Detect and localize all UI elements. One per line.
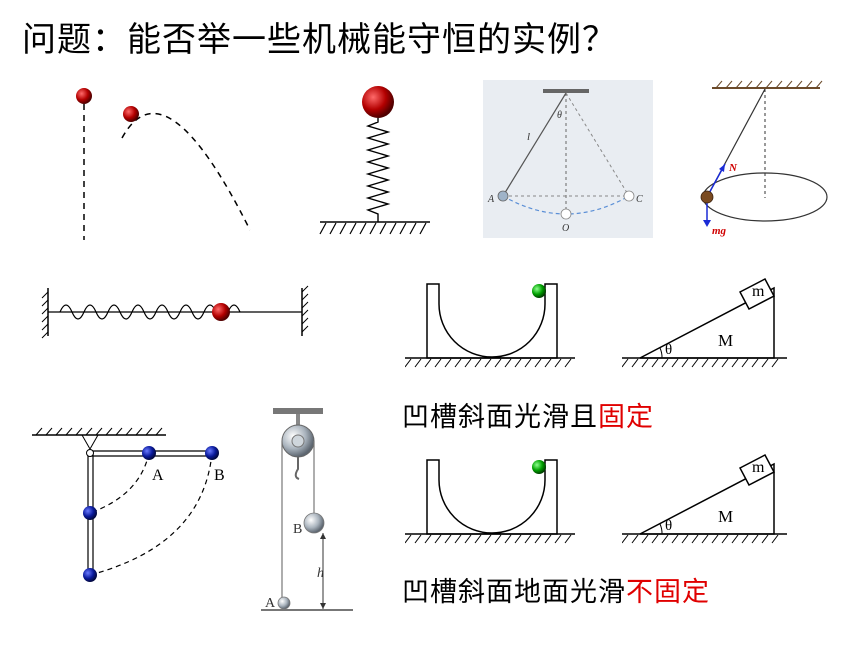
groove-figure-free <box>405 459 575 544</box>
incline-figure-fixed: m M θ <box>622 277 787 368</box>
spring-ball <box>362 86 394 118</box>
caption-fixed-text: 凹槽斜面光滑且 <box>402 402 598 433</box>
caption-free-highlight: 不固定 <box>626 577 710 608</box>
projectile-ball <box>123 106 139 122</box>
label-A: A <box>265 596 276 611</box>
label-h: h <box>317 566 324 581</box>
label-C: C <box>636 194 643 205</box>
conical-pendulum-figure: N mg <box>700 80 828 237</box>
pulley-figure: B A h <box>261 408 353 611</box>
pendulum-figure: l θ A O C <box>483 80 653 238</box>
page-title: 问题：能否举一些机械能守恒的实例？ <box>22 20 617 60</box>
label-A: A <box>152 467 164 484</box>
caption-free: 凹槽斜面地面光滑不固定 <box>402 570 710 609</box>
label-M: M <box>718 507 733 526</box>
label-theta: θ <box>665 342 672 358</box>
spring <box>365 118 391 222</box>
spring-ball <box>212 303 230 321</box>
label-N: N <box>728 162 738 174</box>
label-B: B <box>214 467 225 484</box>
label-m: m <box>752 283 765 300</box>
label-B: B <box>293 522 302 537</box>
label-A: A <box>487 194 495 205</box>
caption-fixed-highlight: 固定 <box>598 402 654 433</box>
label-theta: θ <box>665 518 672 534</box>
vertical-spring-figure <box>319 86 430 235</box>
label-O: O <box>562 223 569 234</box>
horizontal-spring-figure <box>41 285 309 339</box>
label-mg: mg <box>712 225 727 237</box>
label-theta: θ <box>557 110 562 121</box>
falling-ball <box>76 88 92 104</box>
spring-coil <box>59 304 241 320</box>
groove-figure-fixed <box>405 283 575 368</box>
caption-free-text: 凹槽斜面地面光滑 <box>402 577 626 608</box>
label-m: m <box>752 459 765 476</box>
rod-figure: A B <box>32 427 225 582</box>
label-l: l <box>527 131 530 143</box>
caption-fixed: 凹槽斜面光滑且固定 <box>402 395 654 434</box>
projectile-figure <box>76 88 251 240</box>
incline-figure-free: m M θ <box>622 453 787 544</box>
label-M: M <box>718 331 733 350</box>
